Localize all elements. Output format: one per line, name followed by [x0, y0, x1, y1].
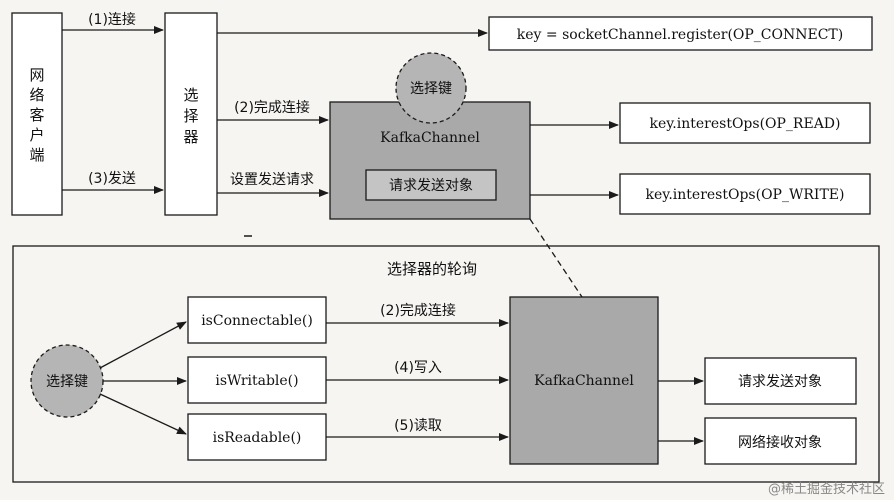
- svg-text:网: 网: [29, 66, 44, 84]
- arrow-key-readable: [99, 393, 187, 435]
- svg-text:络: 络: [29, 86, 44, 104]
- watermark: @稀土掘金技术社区: [768, 481, 885, 497]
- svg-text:客: 客: [29, 106, 44, 124]
- register-text: key = socketChannel.register(OP_CONNECT): [517, 27, 843, 43]
- kafka-channel-top-label: KafkaChannel: [380, 130, 480, 146]
- client-label: 网 络 客 户 端: [29, 66, 44, 164]
- interest-write-box: [619, 173, 871, 215]
- request-object-bottom-label: 请求发送对象: [738, 374, 822, 390]
- is-readable-text: isReadable(): [213, 430, 302, 446]
- arrow-finish-connect-bottom-label: (2)完成连接: [380, 302, 456, 319]
- receive-object-label: 网络接收对象: [738, 434, 822, 451]
- interest-write-text: key.interestOps(OP_WRITE): [646, 187, 845, 203]
- register-box: [488, 16, 873, 51]
- arrow-connect-label: (1)连接: [88, 11, 136, 28]
- is-writable-box: [187, 356, 327, 404]
- svg-text:择: 择: [183, 107, 198, 125]
- is-connectable-box: [187, 296, 327, 344]
- svg-text:户: 户: [29, 126, 44, 144]
- polling-frame: [12, 245, 880, 483]
- selector-box: [164, 12, 218, 216]
- receive-object-box: [704, 417, 857, 465]
- selection-key-bottom-label: 选择键: [46, 374, 88, 390]
- arrow-finish-connect-label: (2)完成连接: [234, 99, 310, 116]
- selector-label: 选 择 器: [183, 86, 198, 146]
- request-object-bottom-box: [704, 357, 857, 405]
- polling-title: 选择器的轮询: [387, 260, 477, 278]
- request-object-top-box: [365, 169, 497, 201]
- svg-text:器: 器: [183, 128, 198, 146]
- kafka-channel-bottom: [509, 296, 659, 465]
- arrow-key-connectable: [99, 321, 187, 369]
- arrow-write-label: (4)写入: [394, 360, 442, 376]
- arrow-set-request-label: 设置发送请求: [230, 172, 314, 188]
- interest-read-text: key.interestOps(OP_READ): [649, 116, 840, 132]
- arrow-send-label: (3)发送: [88, 171, 136, 187]
- dashed-channel-link: [529, 218, 583, 298]
- is-writable-text: isWritable(): [215, 373, 298, 389]
- request-object-top-label: 请求发送对象: [389, 178, 473, 194]
- arrow-read-label: (5)读取: [394, 417, 442, 434]
- is-connectable-text: isConnectable(): [201, 313, 313, 329]
- is-readable-box: [187, 413, 327, 461]
- interest-read-box: [619, 102, 871, 144]
- kafka-channel-bottom-label: KafkaChannel: [534, 373, 634, 389]
- svg-text:端: 端: [29, 146, 44, 164]
- client-box: [11, 12, 63, 216]
- selection-key-top: [395, 52, 467, 124]
- selection-key-top-label: 选择键: [410, 81, 452, 97]
- svg-text:选: 选: [183, 86, 198, 104]
